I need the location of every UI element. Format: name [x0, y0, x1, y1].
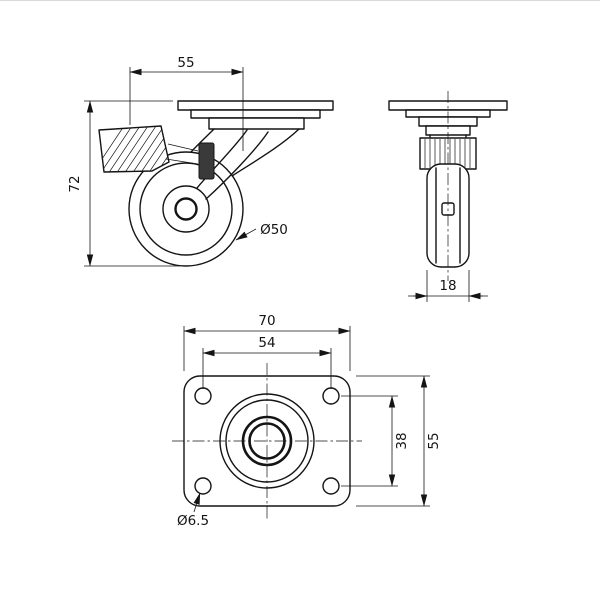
- plate-view: [172, 363, 362, 519]
- label-hole-diameter-value: Ø6.5: [177, 513, 209, 529]
- dim-wheel-width: 18: [408, 270, 488, 302]
- bolt-hole-bottom-right: [322, 477, 340, 495]
- bolt-hole-top-right: [322, 387, 340, 405]
- label-wheel-diameter: Ø50: [235, 222, 288, 241]
- dim-overall-height-value: 72: [67, 175, 83, 192]
- bolt-hole-top-left: [194, 387, 212, 405]
- dim-wheel-width-value: 18: [439, 278, 456, 294]
- dim-plate-length: 70: [183, 313, 351, 371]
- dim-plate-length-value: 70: [258, 313, 275, 329]
- front-top-plate: [177, 100, 334, 111]
- front-swivel-race: [208, 117, 305, 130]
- front-view: [98, 100, 334, 267]
- dim-bolt-spacing-width: 38: [341, 395, 410, 487]
- side-brake-pedal-ridges: [424, 139, 471, 168]
- dim-bolt-spacing-length: 54: [202, 335, 332, 389]
- dim-plate-width: 55: [356, 375, 442, 507]
- label-wheel-diameter-value: Ø50: [260, 222, 288, 238]
- front-brake-linkage: [165, 143, 199, 165]
- dim-front-width: 55: [129, 55, 244, 151]
- side-wheel-tread-lines: [435, 167, 461, 264]
- front-brake-pedal: [98, 125, 170, 173]
- dim-front-width-value: 55: [177, 55, 194, 71]
- bolt-holes: [194, 387, 340, 495]
- dim-bolt-spacing-length-value: 54: [258, 335, 275, 351]
- dim-plate-width-value: 55: [426, 432, 442, 449]
- dim-overall-height: 72: [67, 100, 180, 267]
- front-fork-leg: [196, 129, 269, 200]
- label-hole-diameter: Ø6.5: [177, 492, 209, 529]
- dim-bolt-spacing-width-value: 38: [394, 432, 410, 449]
- side-view: [388, 91, 508, 281]
- plate-centerlines: [172, 363, 362, 519]
- bolt-hole-bottom-left: [194, 477, 212, 495]
- front-plate-flange: [190, 109, 321, 119]
- front-axle: [174, 197, 198, 221]
- front-wheel-tread: [139, 162, 233, 256]
- front-brake-housing: [198, 142, 215, 180]
